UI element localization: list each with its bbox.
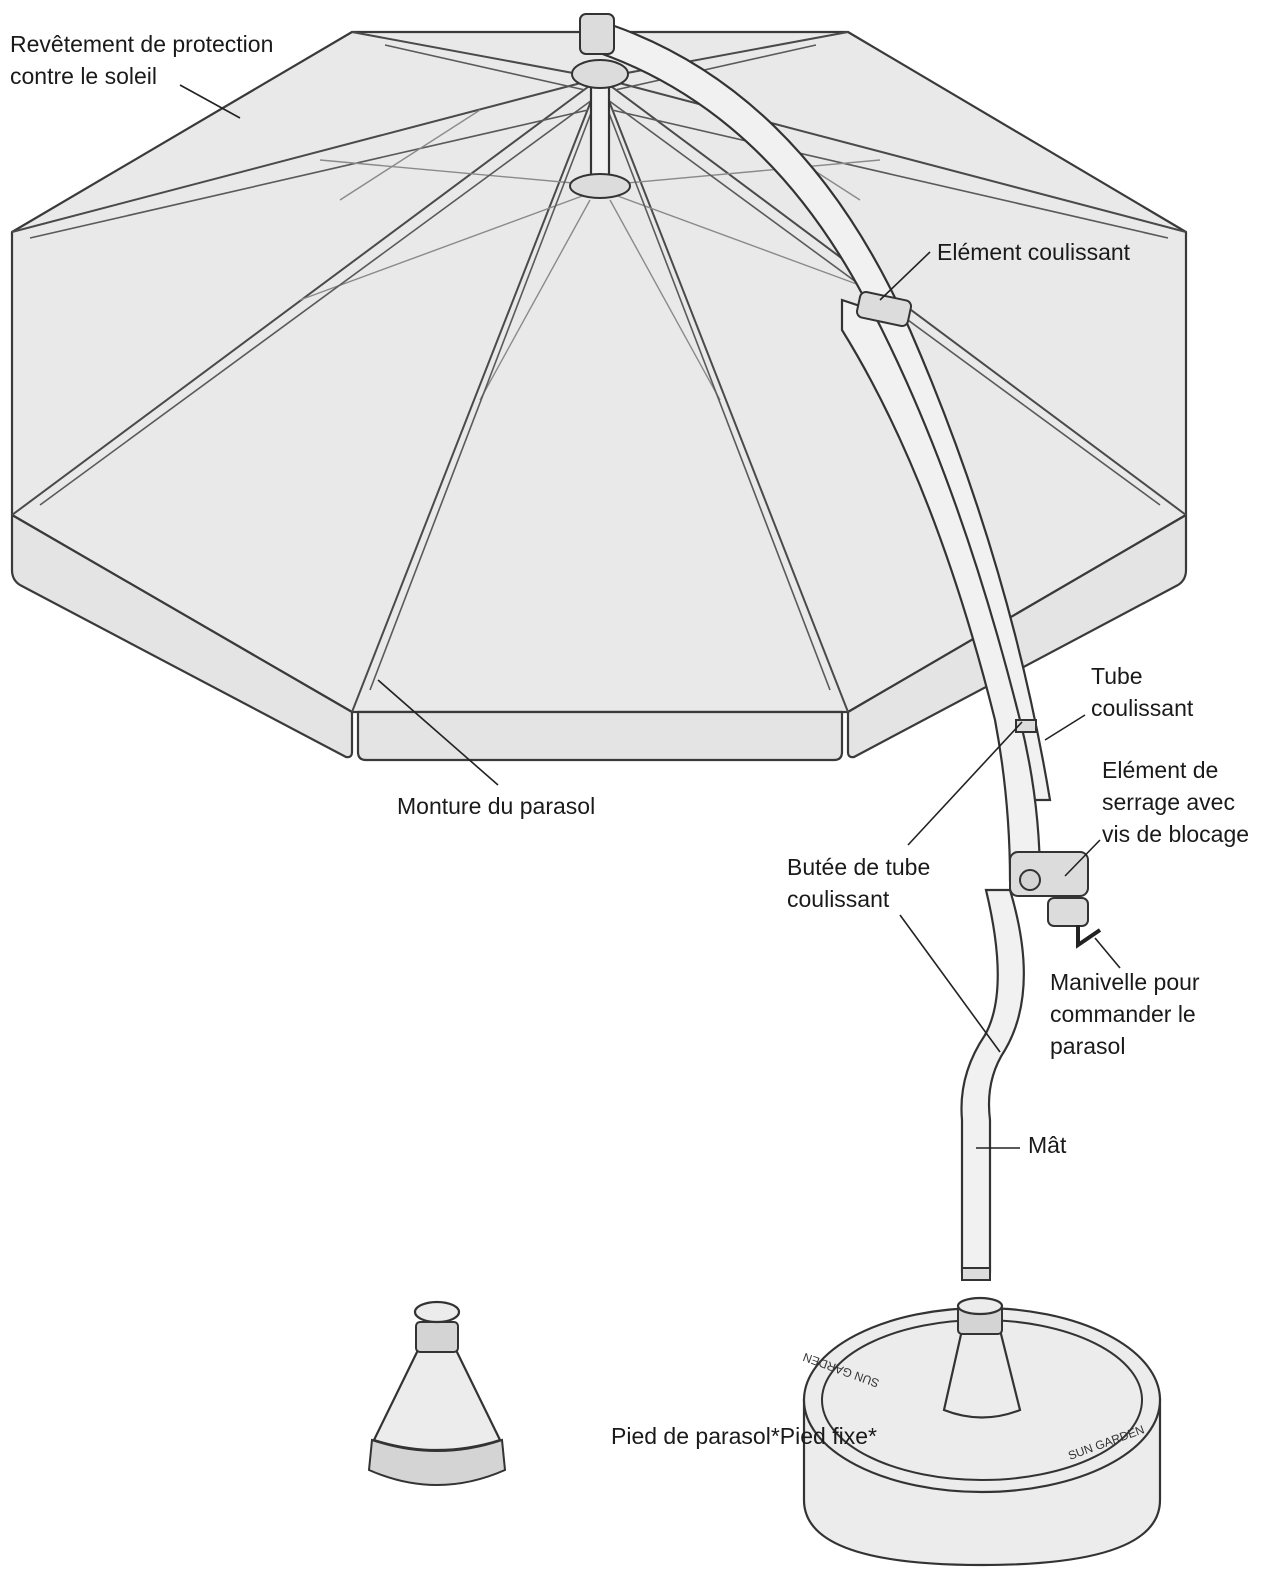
leader-cover (179, 84, 241, 119)
slider-sleeve (855, 290, 913, 328)
label-tube-stop-line-1: Butée de tube (787, 854, 931, 880)
label-cover-line-1: Revêtement de protection (10, 31, 274, 57)
label-tube-stop: Butée de tube coulissant (787, 851, 930, 915)
label-clamp-line-2: serrage avec (1102, 789, 1235, 815)
lower-hub (569, 173, 631, 199)
central-shaft (589, 84, 611, 188)
leader-clamp (1064, 839, 1101, 877)
label-base-line-1: Pied de parasol*Pied fixe* (611, 1423, 877, 1449)
base-socket-top (956, 1296, 1004, 1316)
lower-pole (960, 888, 1025, 1274)
canopy-valance-left (10, 513, 354, 759)
label-slider: Elément coulissant (937, 236, 1130, 268)
anchor-cone (372, 1348, 502, 1452)
label-clamp-line-1: Elément de (1102, 757, 1219, 783)
label-crank-line-3: parasol (1050, 1033, 1126, 1059)
label-clamp-line-3: vis de blocage (1102, 821, 1250, 847)
canopy-valance-center (356, 710, 844, 762)
anchor-flange (367, 1438, 507, 1486)
leader-tube-stop-2 (899, 914, 1001, 1053)
label-tube-stop-line-2: coulissant (787, 886, 890, 912)
label-crank: Manivelle pour commander le parasol (1050, 966, 1200, 1062)
label-crank-line-2: commander le (1050, 1001, 1196, 1027)
label-sliding-tube-line-2: coulissant (1091, 695, 1194, 721)
label-frame-line-1: Monture du parasol (397, 793, 596, 819)
anchor-top (413, 1300, 461, 1324)
label-mast: Mât (1028, 1129, 1066, 1161)
mast-foot (961, 1267, 991, 1281)
label-crank-line-1: Manivelle pour (1050, 969, 1200, 995)
ground-anchor-base (367, 1300, 507, 1486)
label-base: Pied de parasol*Pied fixe* (611, 1420, 877, 1452)
crank-handle (1076, 925, 1102, 949)
anchor-collar (415, 1321, 459, 1353)
label-cover: Revêtement de protection contre le solei… (10, 28, 273, 92)
leader-slider (879, 251, 931, 301)
label-sliding-tube-line-1: Tube (1091, 663, 1143, 689)
label-sliding-tube: Tube coulissant (1091, 660, 1193, 724)
label-cover-line-2: contre le soleil (10, 63, 158, 89)
label-slider-line-1: Elément coulissant (937, 239, 1131, 265)
label-mast-line-1: Mât (1028, 1132, 1067, 1158)
locking-screw (1019, 869, 1041, 891)
leader-lines (179, 84, 1121, 1149)
cantilever-arm (579, 13, 1102, 1281)
label-frame: Monture du parasol (397, 790, 595, 822)
base-socket-cone (942, 1328, 1022, 1419)
leader-crank (1094, 937, 1121, 969)
fixed-base: SUN GARDEN SUN GARDEN (801, 1296, 1162, 1567)
canopy (10, 30, 1188, 762)
top-hub (571, 59, 629, 89)
label-clamp: Elément de serrage avec vis de blocage (1102, 754, 1249, 850)
leader-sliding-tube (1044, 714, 1086, 741)
elbow-joint (579, 13, 615, 55)
canopy-valance-right (846, 513, 1188, 759)
crank-housing (1047, 897, 1089, 927)
leader-frame (377, 679, 499, 786)
leader-tube-stop (907, 721, 1023, 846)
